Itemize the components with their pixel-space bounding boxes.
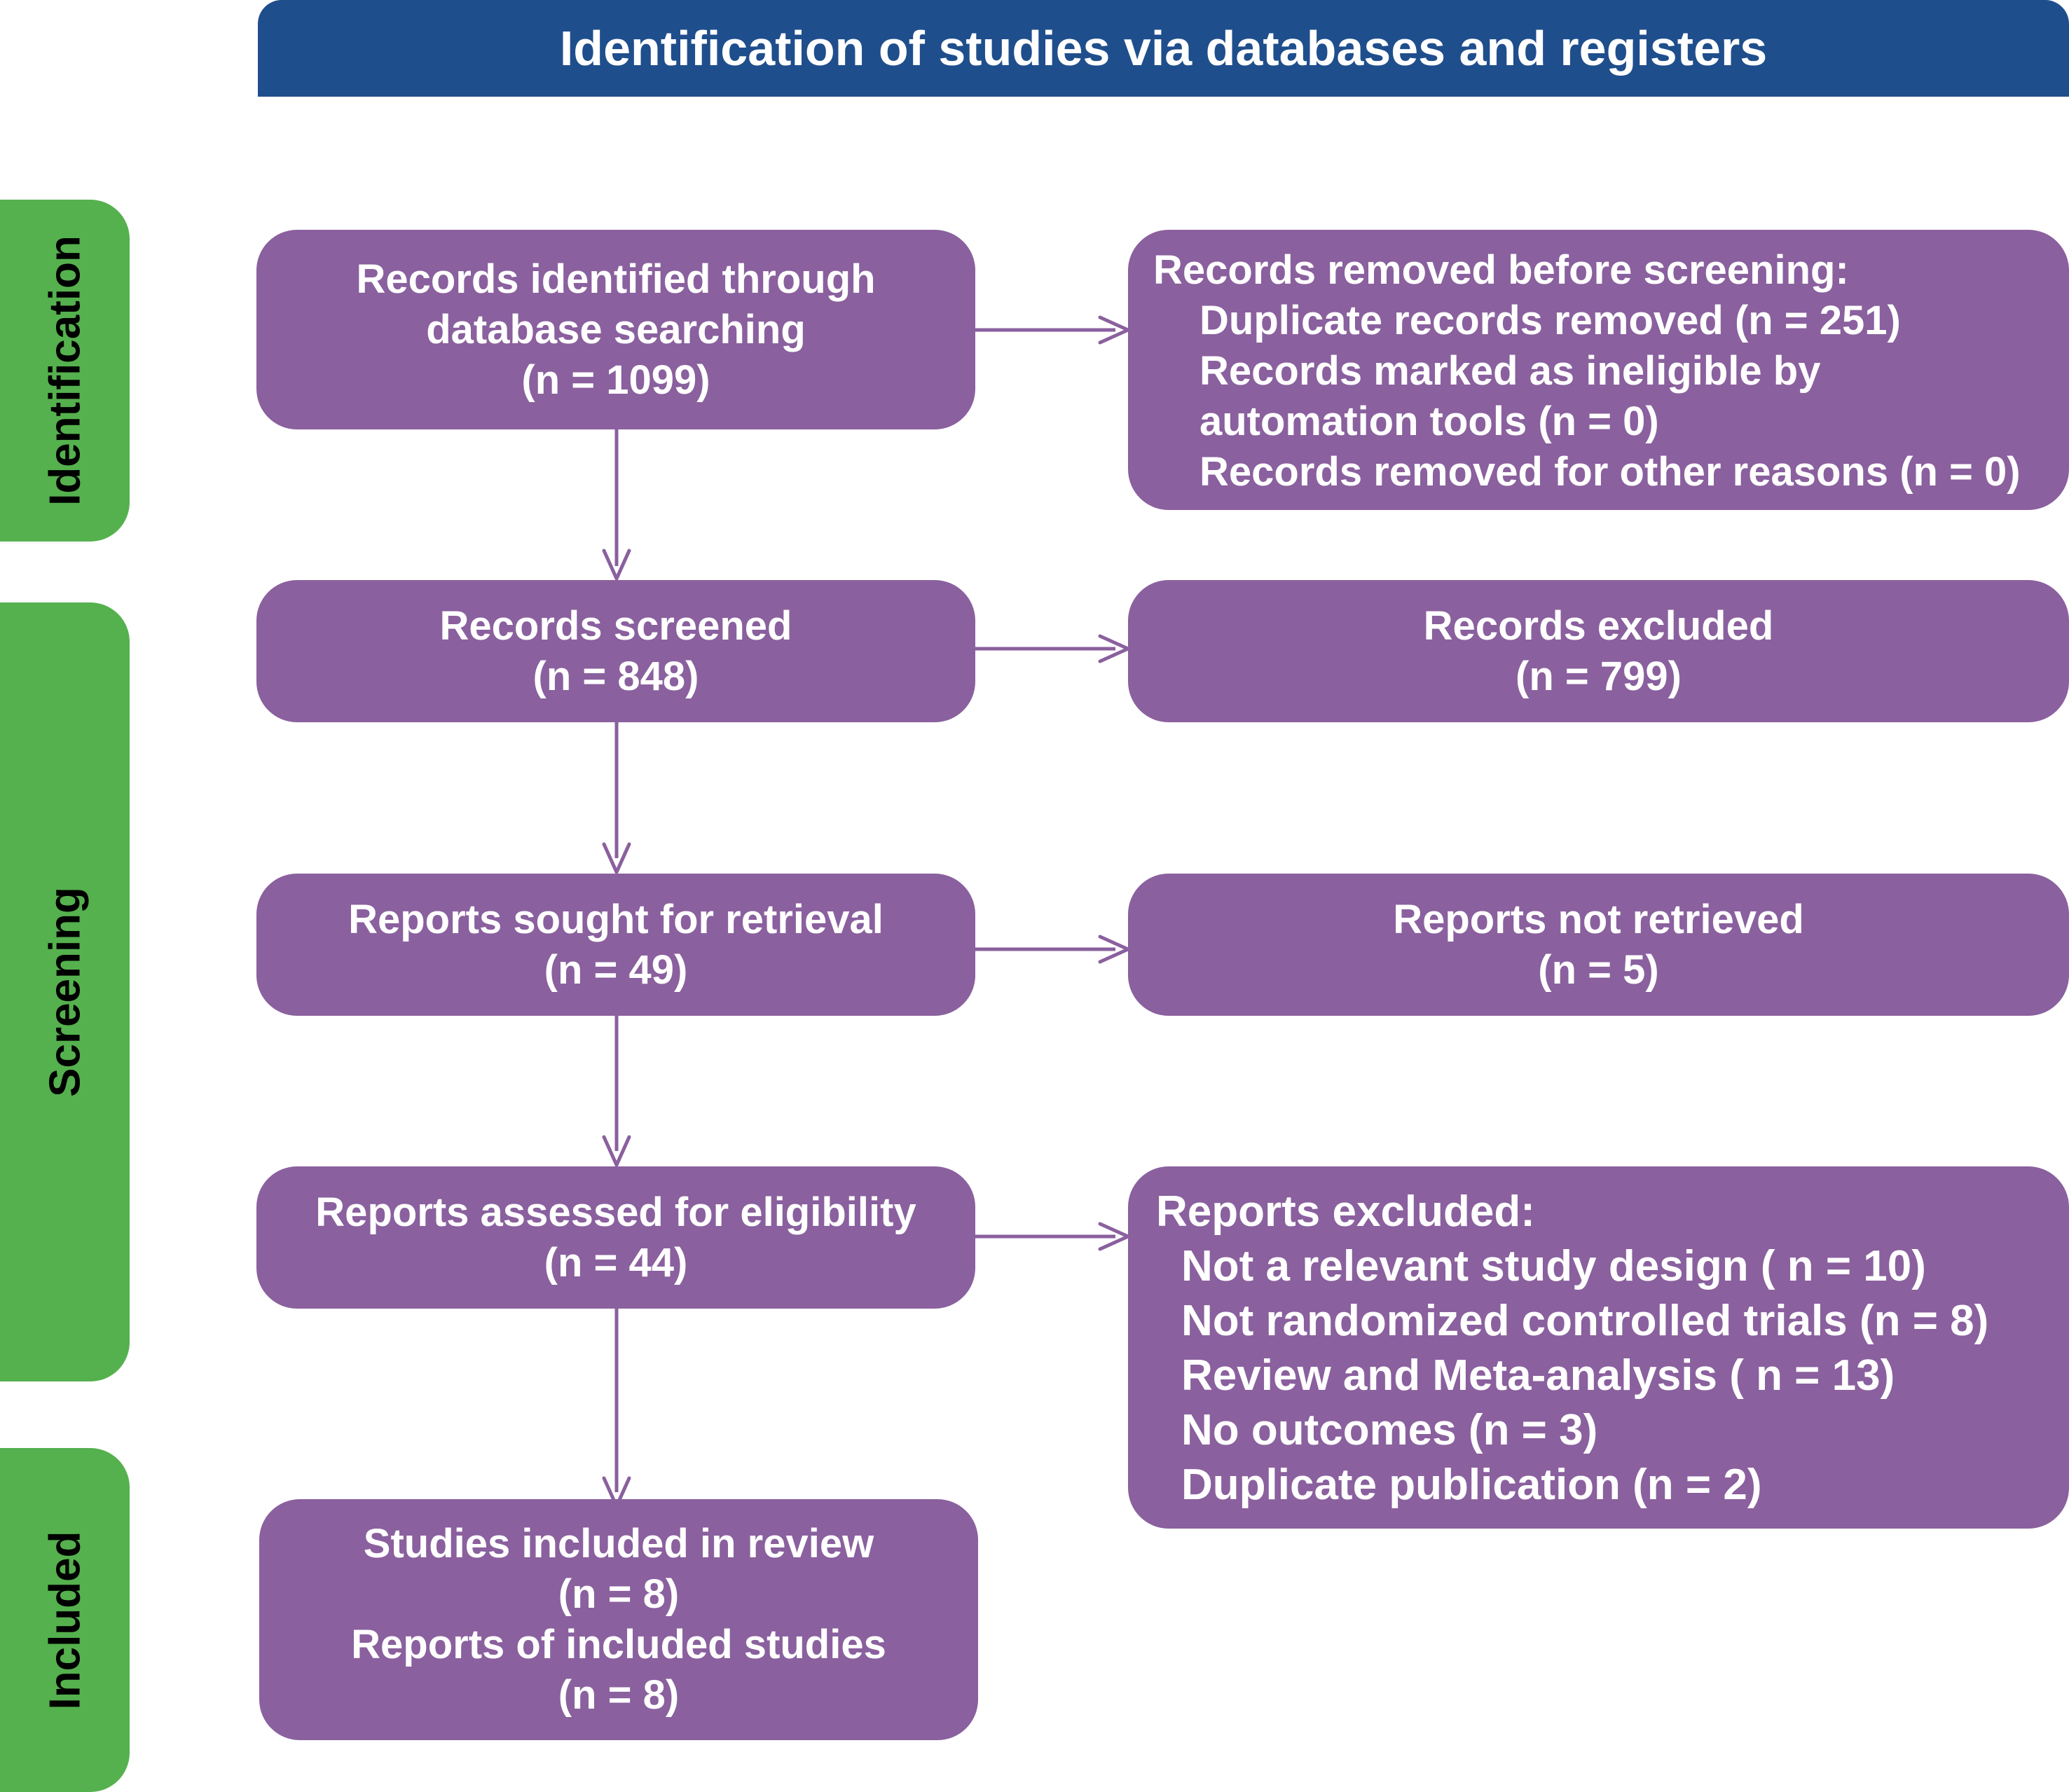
arrowhead [602,549,631,581]
box-item: Not randomized controlled trials (n = 8) [1181,1297,1989,1345]
reports-assessed-box: Reports assessed for eligibility (n = 44… [256,1166,975,1309]
box-line: (n = 799) [1515,653,1682,699]
box-line: Reports of included studies [351,1622,886,1667]
box-heading: Records removed before screening: [1153,247,1849,293]
header-title: Identification of studies via databases … [559,21,1768,76]
reports-not-retrieved-box: Reports not retrieved (n = 5) [1128,874,2069,1016]
arrowhead [602,842,631,874]
stage-screening: Screening [0,602,130,1381]
box-item: Records marked as ineligible by [1200,348,1821,394]
box-item: No outcomes (n = 3) [1181,1406,1598,1454]
box-line: Records screened [439,602,792,649]
box-line: Reports assessed for eligibility [315,1189,916,1235]
box-line: Records excluded [1423,602,1774,649]
box-line: (n = 44) [544,1239,688,1286]
studies-included-box: Studies included in review (n = 8) Repor… [259,1499,978,1740]
header-banner: Identification of studies via databases … [258,0,2069,97]
records-screened-box: Records screened (n = 848) [256,580,975,722]
records-excluded-box: Records excluded (n = 799) [1128,580,2069,722]
box-item: Records removed for other reasons (n = 0… [1200,449,2021,495]
box-line: (n = 5) [1538,946,1659,993]
reports-sought-box: Reports sought for retrieval (n = 49) [256,874,975,1016]
stage-included: Included [0,1448,130,1792]
box-line: (n = 8) [558,1672,680,1718]
box-line: database searching [426,306,806,352]
arrowhead [602,1135,631,1167]
box-line: (n = 49) [544,946,688,993]
box-item: Duplicate records removed (n = 251) [1200,298,1901,343]
reports-excluded-box: Reports excluded: Not a relevant study d… [1128,1166,2069,1529]
box-line: Studies included in review [363,1521,874,1566]
stage-identification: Identification [0,200,130,542]
box-line: Records identified through [356,256,876,302]
box-line: Reports sought for retrieval [348,896,884,942]
box-line: (n = 1099) [521,357,710,403]
box-item: Duplicate publication (n = 2) [1181,1461,1762,1509]
box-item: automation tools (n = 0) [1200,399,1659,444]
box-line: (n = 848) [532,653,699,699]
records-removed-box: Records removed before screening: Duplic… [1128,230,2069,510]
box-heading: Reports excluded: [1156,1187,1535,1236]
box-line: (n = 8) [558,1571,680,1617]
records-identified-box: Records identified through database sear… [256,230,975,429]
box-item: Review and Meta-analysis ( n = 13) [1181,1351,1895,1400]
box-item: Not a relevant study design ( n = 10) [1181,1242,1926,1290]
box-line: Reports not retrieved [1393,896,1804,942]
